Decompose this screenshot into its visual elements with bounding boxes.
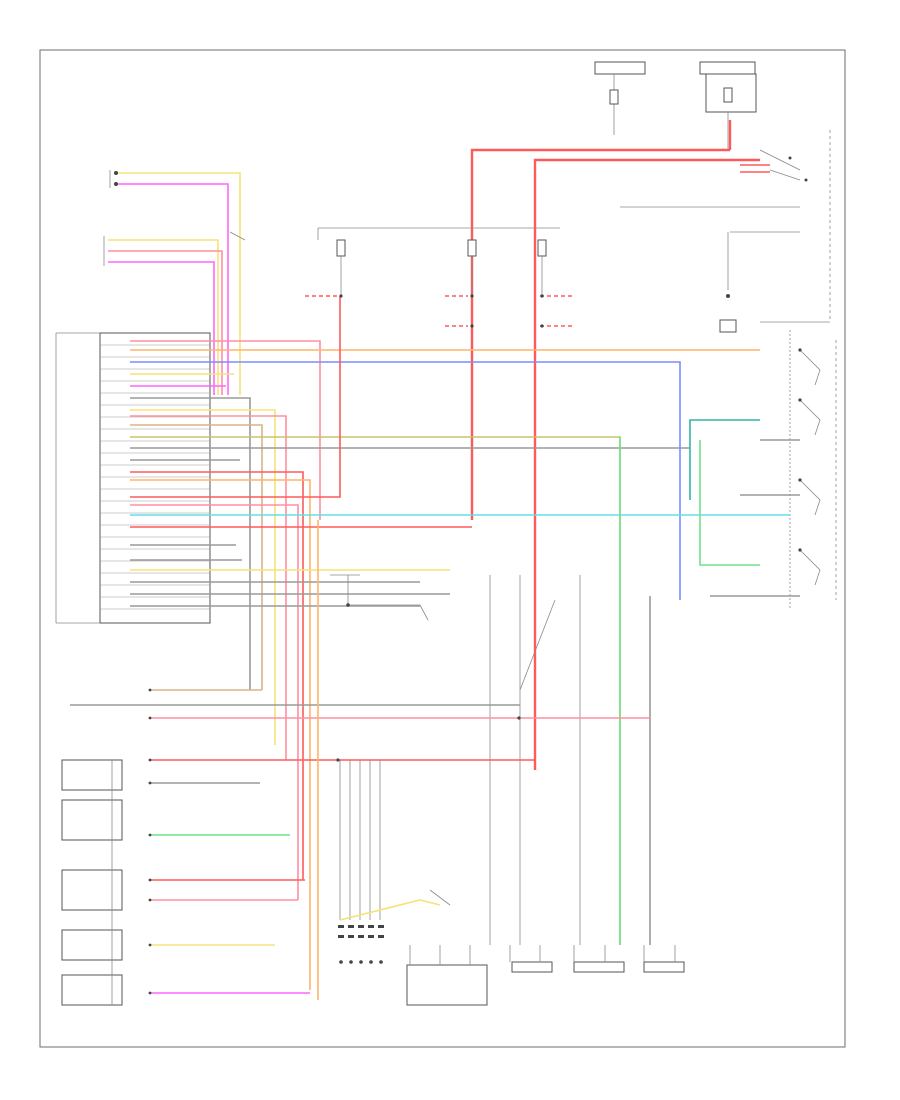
battery-feed-wires: [470, 120, 770, 770]
lower-bus-wires: [70, 520, 650, 1000]
transmission-range-switch: [789, 330, 837, 610]
fuse-panel-middle: [305, 227, 575, 327]
range-switch-feeds: [619, 419, 800, 945]
pcm-pin-rows: [100, 344, 210, 610]
left-top-sensors: [103, 170, 246, 395]
junction-dots: [148, 294, 544, 995]
pcm-connector: [55, 332, 211, 624]
ground-connectors: [338, 760, 451, 964]
left-lower-components: [61, 759, 123, 1006]
solenoid-connectors-bottom: [406, 945, 685, 1006]
fuse-block-top: [594, 61, 757, 150]
right-switch-bank: [620, 206, 830, 333]
diagram-frame: [39, 49, 846, 1048]
ignition-switch: [759, 130, 831, 320]
pcm-output-wires: [130, 296, 790, 990]
